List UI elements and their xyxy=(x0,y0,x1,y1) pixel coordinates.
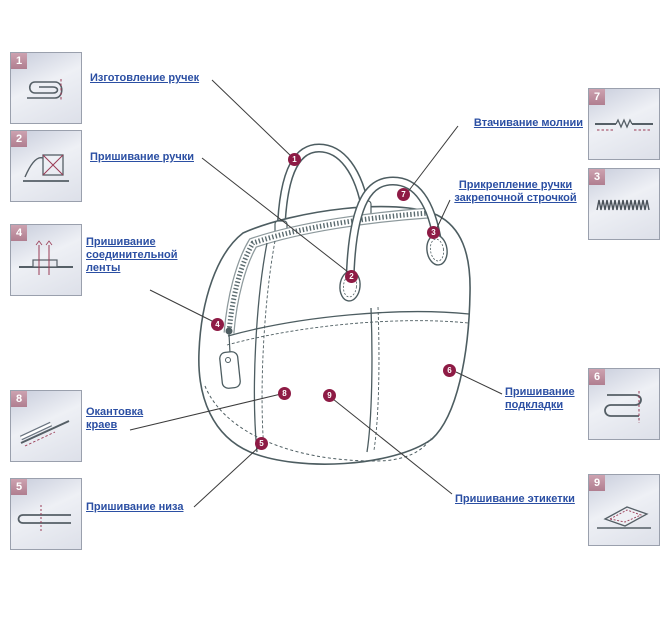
lining-seam-diagram-icon xyxy=(604,391,642,423)
step-label-8[interactable]: Окантовка краев xyxy=(86,406,144,431)
step-badge-4: 4 xyxy=(11,225,27,241)
step-badge-6: 6 xyxy=(589,369,605,385)
marker-4: 4 xyxy=(211,318,224,331)
marker-9: 9 xyxy=(323,389,336,402)
step-badge-3: 3 xyxy=(589,169,605,185)
step-label-9[interactable]: Пришивание этикетки xyxy=(455,493,575,505)
rolled-handle-diagram-icon xyxy=(27,79,63,101)
step-badge-8: 8 xyxy=(11,391,27,407)
marker-3: 3 xyxy=(427,226,440,239)
marker-2: 2 xyxy=(345,270,358,283)
step-label-1[interactable]: Изготовление ручек xyxy=(90,72,200,84)
step-badge-2: 2 xyxy=(11,131,27,147)
joining-tape-diagram-icon xyxy=(19,240,73,275)
connector-lines xyxy=(129,79,503,508)
step-thumbnail-9: 9 xyxy=(588,474,660,546)
step-label-3[interactable]: Прикрепление ручки закрепочной строчкой xyxy=(454,179,577,204)
step-label-6[interactable]: Пришивание подкладки xyxy=(505,386,575,411)
step-thumbnail-3: 3 xyxy=(588,168,660,240)
edge-binding-diagram-icon xyxy=(19,420,70,447)
label-stitch-diagram-icon xyxy=(597,506,651,529)
step-badge-1: 1 xyxy=(11,53,27,69)
marker-1: 1 xyxy=(288,153,301,166)
zipper-insertion-diagram-icon xyxy=(595,118,653,131)
step-badge-7: 7 xyxy=(589,89,605,105)
step-label-2[interactable]: Пришивание ручки xyxy=(90,151,194,163)
step-thumbnail-6: 6 xyxy=(588,368,660,440)
step-thumbnail-2: 2 xyxy=(10,130,82,202)
step-label-7[interactable]: Втачивание молнии xyxy=(473,117,583,129)
bartack-stitch-diagram-icon xyxy=(596,199,650,211)
bottom-seam-diagram-icon xyxy=(17,505,71,533)
marker-7: 7 xyxy=(397,188,410,201)
step-label-4[interactable]: Пришивание соединительной ленты xyxy=(86,236,178,274)
step-badge-9: 9 xyxy=(589,475,605,491)
marker-8: 8 xyxy=(278,387,291,400)
marker-5: 5 xyxy=(255,437,268,450)
step-label-5[interactable]: Пришивание низа xyxy=(86,501,184,513)
step-thumbnail-8: 8 xyxy=(10,390,82,462)
step-thumbnail-4: 4 xyxy=(10,224,82,296)
step-thumbnail-1: 1 xyxy=(10,52,82,124)
step-badge-5: 5 xyxy=(11,479,27,495)
marker-6: 6 xyxy=(443,364,456,377)
box-x-stitch-diagram-icon xyxy=(23,154,69,182)
step-thumbnail-7: 7 xyxy=(588,88,660,160)
step-thumbnail-5: 5 xyxy=(10,478,82,550)
